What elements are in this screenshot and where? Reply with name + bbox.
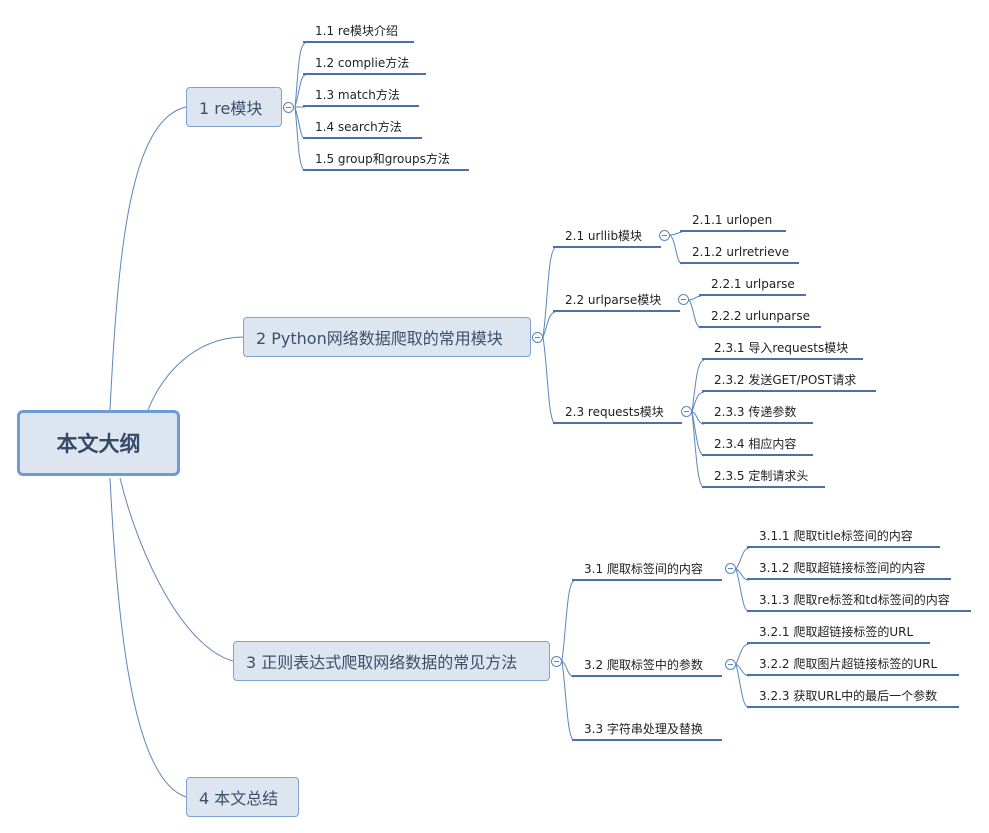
collapse-icon[interactable] (678, 294, 689, 305)
subtopic-3-1[interactable]: 3.1 爬取标签间的内容 (572, 561, 722, 581)
subtopic-1-4[interactable]: 1.4 search方法 (303, 119, 422, 139)
leaf-2-3-2[interactable]: 2.3.2 发送GET/POST请求 (702, 372, 876, 392)
collapse-icon[interactable] (659, 230, 670, 241)
collapse-icon[interactable] (681, 406, 692, 417)
leaf-2-3-1[interactable]: 2.3.1 导入requests模块 (702, 340, 863, 360)
subtopic-3-3[interactable]: 3.3 字符串处理及替换 (572, 721, 722, 741)
leaf-3-2-3[interactable]: 3.2.3 获取URL中的最后一个参数 (747, 688, 959, 708)
topic-regex-crawl-methods[interactable]: 3 正则表达式爬取网络数据的常见方法 (233, 641, 550, 681)
leaf-2-2-2[interactable]: 2.2.2 urlunparse (699, 308, 821, 328)
leaf-3-1-2[interactable]: 3.1.2 爬取超链接标签间的内容 (747, 560, 951, 580)
collapse-icon[interactable] (283, 102, 294, 113)
topic-python-crawl-modules[interactable]: 2 Python网络数据爬取的常用模块 (243, 317, 531, 357)
subtopic-3-2[interactable]: 3.2 爬取标签中的参数 (572, 657, 722, 677)
subtopic-1-1[interactable]: 1.1 re模块介绍 (303, 23, 414, 43)
leaf-3-1-1[interactable]: 3.1.1 爬取title标签间的内容 (747, 528, 940, 548)
leaf-3-2-1[interactable]: 3.2.1 爬取超链接标签的URL (747, 624, 930, 644)
subtopic-2-2[interactable]: 2.2 urlparse模块 (553, 292, 680, 312)
leaf-2-3-5[interactable]: 2.3.5 定制请求头 (702, 468, 825, 488)
subtopic-2-3[interactable]: 2.3 requests模块 (553, 404, 682, 424)
subtopic-1-5[interactable]: 1.5 group和groups方法 (303, 151, 469, 171)
subtopic-1-3[interactable]: 1.3 match方法 (303, 87, 419, 107)
collapse-icon[interactable] (725, 563, 736, 574)
leaf-2-3-4[interactable]: 2.3.4 相应内容 (702, 436, 813, 456)
root-topic[interactable]: 本文大纲 (17, 410, 180, 476)
topic-summary[interactable]: 4 本文总结 (186, 777, 299, 817)
leaf-2-3-3[interactable]: 2.3.3 传递参数 (702, 404, 813, 424)
subtopic-2-1[interactable]: 2.1 urllib模块 (553, 228, 661, 248)
leaf-2-1-1[interactable]: 2.1.1 urlopen (680, 212, 786, 232)
collapse-icon[interactable] (532, 332, 543, 343)
collapse-icon[interactable] (551, 656, 562, 667)
leaf-3-2-2[interactable]: 3.2.2 爬取图片超链接标签的URL (747, 656, 959, 676)
collapse-icon[interactable] (725, 659, 736, 670)
subtopic-1-2[interactable]: 1.2 complie方法 (303, 55, 426, 75)
topic-re-module[interactable]: 1 re模块 (186, 87, 282, 127)
leaf-2-2-1[interactable]: 2.2.1 urlparse (699, 276, 806, 296)
leaf-3-1-3[interactable]: 3.1.3 爬取re标签和td标签间的内容 (747, 592, 971, 612)
leaf-2-1-2[interactable]: 2.1.2 urlretrieve (680, 244, 799, 264)
